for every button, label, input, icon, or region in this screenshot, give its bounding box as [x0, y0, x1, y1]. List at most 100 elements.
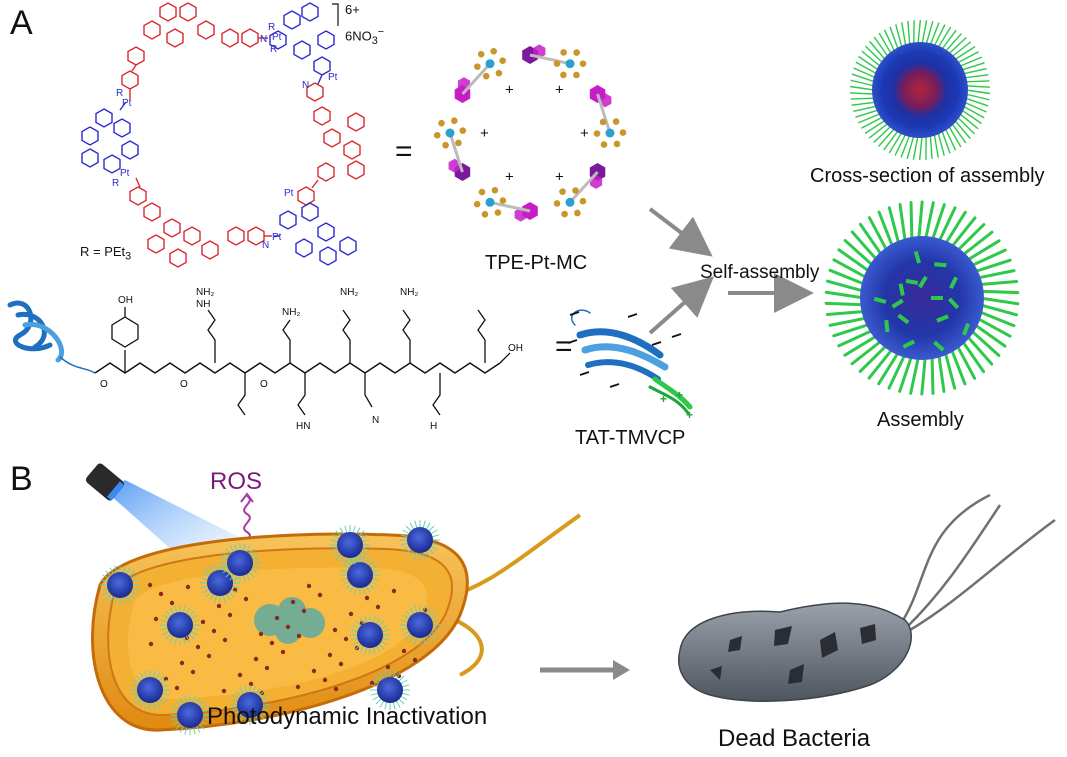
- positive-charge: +: [555, 82, 564, 99]
- green-chain: [975, 269, 1016, 280]
- nanoparticle-chain: [182, 636, 186, 645]
- nanoparticle-core: [227, 550, 253, 576]
- phosphine-atom: [600, 141, 608, 148]
- green-chain: [964, 333, 994, 366]
- nanoparticle-chain: [172, 720, 180, 726]
- nanoparticle-chain: [335, 553, 342, 560]
- green-chain: [965, 80, 990, 83]
- equals-sign-top: =: [395, 135, 413, 168]
- green-chain: [930, 203, 946, 243]
- nanoparticle-chain: [205, 568, 212, 575]
- nanoparticle-chain: [162, 630, 170, 636]
- green-chain: [850, 338, 884, 366]
- nanoparticle-chain: [231, 585, 240, 589]
- nanoparticle-chain: [402, 630, 410, 636]
- n-atom-label: N: [262, 240, 269, 251]
- nanoparticle-chain: [352, 525, 356, 534]
- model-elements: ++++++: [433, 44, 627, 222]
- nanoparticle-chain: [395, 700, 401, 708]
- green-chain: [889, 26, 899, 50]
- surface-peptide: [898, 283, 905, 296]
- nanoparticle-chain: [184, 726, 188, 735]
- surface-peptide: [891, 298, 904, 309]
- dead-bacterium-body: [678, 602, 912, 702]
- nanoparticle-chain: [192, 695, 196, 704]
- surface-peptide: [931, 296, 943, 300]
- intracellular-particle: [216, 603, 222, 609]
- green-chain: [832, 322, 872, 338]
- nanoparticle-chain: [175, 723, 182, 730]
- green-chain: [943, 349, 957, 390]
- intracellular-particle: [296, 633, 302, 639]
- green-chain: [965, 89, 991, 95]
- nanoparticle-chain: [191, 627, 200, 631]
- nanoparticle-chain: [200, 704, 208, 710]
- nanoparticle-chain: [349, 557, 355, 565]
- nanoparticle-chain: [252, 685, 256, 694]
- green-chain: [832, 258, 869, 280]
- green-chain: [877, 349, 901, 386]
- nanoparticle-chain: [409, 522, 415, 530]
- nanoparticle-chain: [261, 699, 270, 703]
- intracellular-particle: [253, 656, 259, 662]
- nanoparticle: [220, 543, 260, 583]
- nanoparticle-chain: [384, 701, 388, 710]
- intracellular-particle: [391, 588, 397, 594]
- nanoparticle-chain: [375, 645, 381, 653]
- nanoparticle-chain: [400, 542, 409, 546]
- intracellular-particle: [412, 657, 418, 663]
- phosphine-atom: [574, 209, 581, 217]
- surface-peptide: [934, 262, 947, 268]
- green-chain: [917, 200, 924, 242]
- nanoparticle-chain: [405, 548, 412, 555]
- green-chain: [972, 322, 1007, 348]
- cross-section-core: [872, 42, 968, 138]
- dead-bacterium: [678, 493, 1056, 702]
- counterion: 6NO3−: [345, 26, 384, 47]
- intracellular-particle: [153, 616, 159, 622]
- green-chain: [907, 21, 911, 46]
- self-assembly-label: Self-assembly: [700, 262, 820, 283]
- nanoparticle-chain: [409, 607, 415, 615]
- nanoparticle-chain: [431, 534, 440, 538]
- intracellular-particle: [306, 583, 312, 589]
- positive-charge: +: [555, 168, 564, 185]
- nanoparticle-chain: [422, 605, 426, 614]
- macrocycle-3d-model: ++++++: [433, 44, 627, 222]
- green-chain: [978, 289, 1020, 295]
- lamp-icon: [85, 463, 125, 501]
- positive-charge-marks: +++: [660, 388, 693, 422]
- nanoparticle-chain: [355, 555, 361, 563]
- nanoparticle-chain: [370, 684, 379, 688]
- nanoparticle-chain: [188, 633, 195, 640]
- peptide-group-label: O: [260, 379, 268, 390]
- intracellular-particle: [206, 653, 212, 659]
- phosphine-atom: [474, 63, 481, 70]
- hexagon-unit: [599, 93, 612, 108]
- green-chain: [965, 97, 989, 107]
- nanoparticle-chain: [172, 704, 180, 710]
- nanoparticle: [330, 525, 370, 565]
- nanoparticle-chain: [182, 605, 186, 614]
- green-chain: [843, 333, 880, 357]
- nanoparticle-chain: [332, 534, 340, 540]
- nanoparticle-chain: [102, 574, 110, 580]
- nanoparticle-chain: [158, 698, 165, 705]
- nanoparticle-chain: [364, 646, 368, 655]
- nanoparticle-chain: [232, 710, 240, 716]
- nanoparticle-chain: [125, 595, 131, 603]
- nanoparticle-chain: [340, 577, 349, 581]
- green-chain: [858, 222, 884, 258]
- nanoparticle-chain: [130, 692, 139, 696]
- nanoparticle-chain: [395, 672, 401, 680]
- nanoparticle-chain: [190, 630, 198, 636]
- nanoparticle-chain: [230, 699, 239, 703]
- nanoparticle-chain: [200, 585, 209, 589]
- nanoparticle-chain: [114, 565, 118, 574]
- nanoparticle-chain: [220, 565, 229, 569]
- nanoparticle-chain: [380, 640, 388, 646]
- green-chain: [824, 301, 866, 307]
- green-chain: [962, 68, 987, 75]
- green-chain: [851, 73, 875, 83]
- n-atom-label: N: [302, 80, 309, 91]
